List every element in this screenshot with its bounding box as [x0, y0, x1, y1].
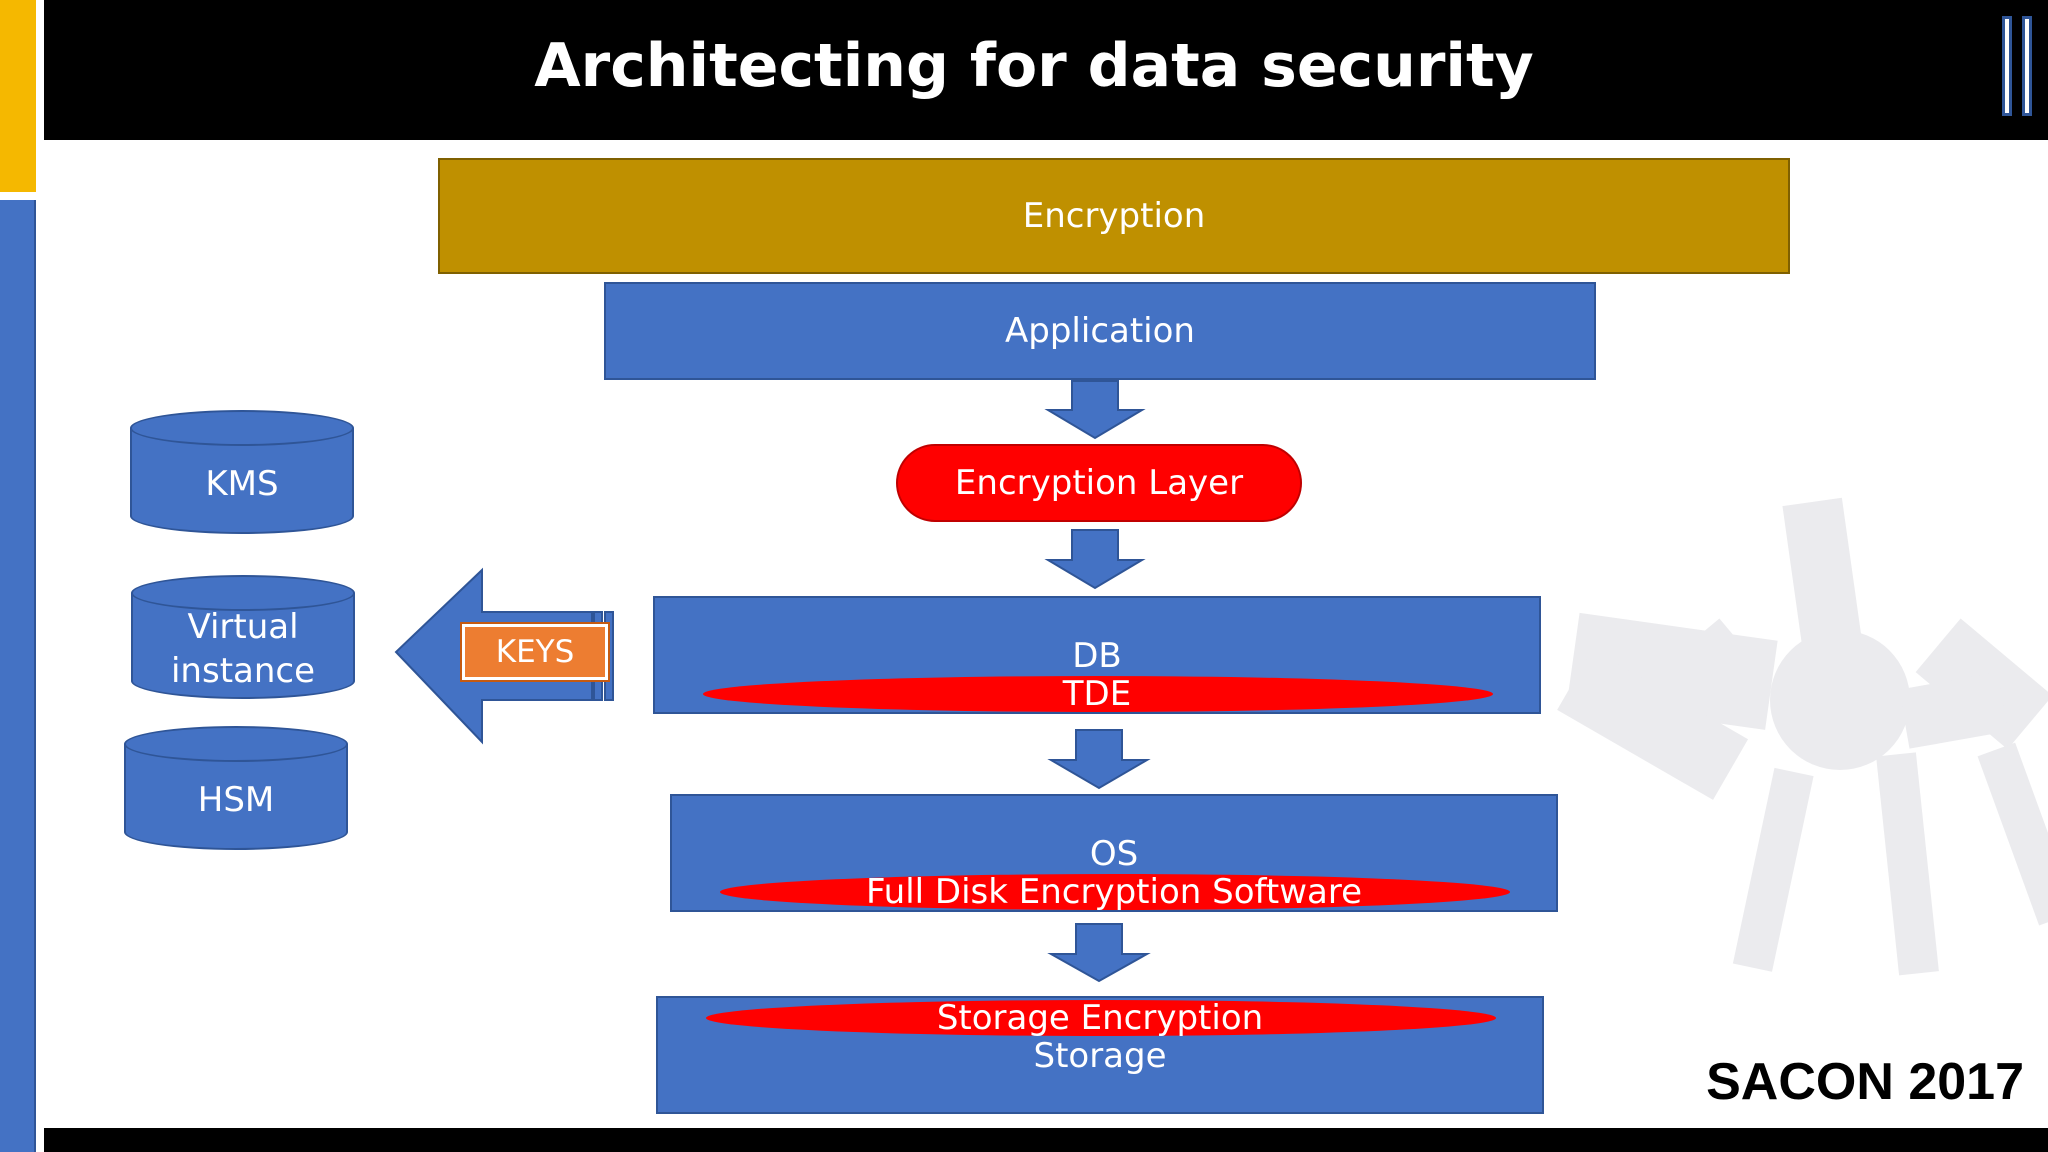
application-box: Application [604, 282, 1596, 380]
arrow-down-icon [1044, 380, 1146, 440]
title-bar [44, 0, 2048, 140]
kms-label: KMS [205, 463, 279, 504]
storage-encryption-pill [706, 1000, 1496, 1036]
hsm-cylinder: HSM [124, 726, 348, 850]
encryption-layer: Encryption Layer [896, 444, 1302, 522]
hsm-label: HSM [197, 779, 275, 820]
db-label: DB [1072, 636, 1122, 676]
arrow-down-icon [1047, 923, 1151, 983]
left-accent-bar [0, 0, 36, 192]
virtual-instance-label: Virtual instance [170, 606, 316, 691]
corner-logo-icon [2000, 16, 2040, 116]
encryption-banner: Encryption [438, 158, 1790, 274]
keys-label: KEYS [460, 622, 610, 682]
storage-box: Storage Encryption Storage [656, 996, 1544, 1114]
page-title: Architecting for data security [534, 31, 1534, 101]
event-logo-text: SACON 2017 [1706, 1053, 2024, 1111]
os-box: OS Full Disk Encryption Software [670, 794, 1558, 912]
left-side-bar [0, 200, 36, 1152]
os-label: OS [1089, 834, 1139, 874]
kms-cylinder: KMS [130, 410, 354, 534]
bottom-bar [44, 1128, 2048, 1152]
arrow-down-icon [1047, 729, 1151, 790]
full-disk-encryption-pill [720, 874, 1510, 910]
full-disk-encryption-label: Full Disk Encryption Software [865, 872, 1362, 912]
virtual-instance-cylinder: Virtual instance [131, 575, 355, 699]
tde-label: TDE [1062, 674, 1132, 714]
db-box: DB TDE [653, 596, 1541, 714]
storage-label: Storage [1033, 1036, 1167, 1076]
arrow-down-icon [1044, 529, 1146, 590]
tde-pill [703, 676, 1493, 712]
storage-encryption-label: Storage Encryption [936, 998, 1264, 1038]
